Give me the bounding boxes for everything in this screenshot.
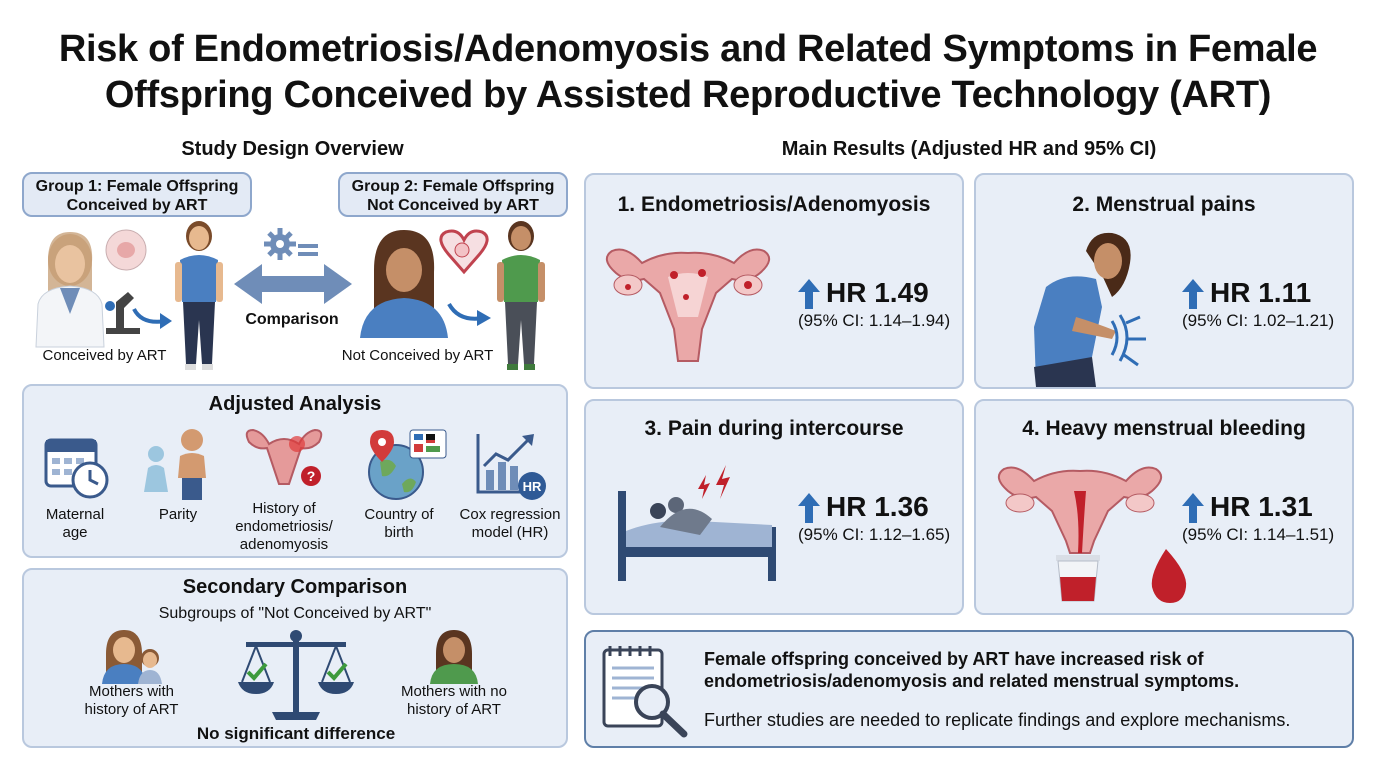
hr-value: HR 1.31 (1210, 491, 1313, 522)
item-line: model (HR) (471, 524, 549, 541)
arrow-up-icon (1182, 493, 1204, 523)
woman-pain-icon (1034, 232, 1146, 387)
item-cox: Cox regression model (HR) (454, 506, 566, 542)
secondary-comparison-panel: Secondary Comparison Subgroups of "Not C… (22, 568, 568, 748)
uterus-bleeding-icon (997, 466, 1187, 603)
parity-people-icon (144, 429, 206, 500)
bed-lightning-icon (618, 465, 776, 581)
globe-flags-icon (368, 429, 447, 500)
item-line: endometriosis/ (235, 518, 333, 535)
caption-non-art: Not Conceived by ART (341, 347, 494, 364)
ci-value: (95% CI: 1.12–1.65) (798, 525, 951, 544)
uterus-question-icon: ? (245, 428, 323, 486)
conclusion-line: Female offspring conceived by ART have i… (704, 649, 1204, 669)
mothers-with-art: Mothers with history of ART (64, 683, 199, 719)
item-parity: Parity (158, 506, 198, 523)
conclusion-note: Further studies are needed to replicate … (704, 710, 1291, 730)
no-difference-label: No significant difference (196, 724, 396, 743)
outcome-title: 4. Heavy menstrual bleeding (1022, 417, 1306, 440)
group2-line1: Group 2: Female Offspring (351, 178, 555, 195)
arrow-curve-icon (132, 307, 172, 329)
outcome-title: 1. Endometriosis/Adenomyosis (617, 193, 931, 216)
title-line-1: Risk of Endometriosis/Adenomyosis and Re… (58, 28, 1318, 70)
ci-value: (95% CI: 1.02–1.21) (1182, 311, 1335, 330)
conclusion-main: Female offspring conceived by ART have i… (704, 648, 1239, 692)
mothers-without-art: Mothers with no history of ART (386, 683, 522, 719)
arrow-up-icon (798, 493, 820, 523)
hr-badge: HR (523, 479, 542, 494)
girl-green-icon (497, 221, 545, 370)
item-line: Country of (364, 506, 434, 523)
item-line: Mothers with (88, 683, 175, 700)
adjusted-heading: Adjusted Analysis (208, 393, 382, 415)
outcome-title: 3. Pain during intercourse (644, 417, 904, 440)
arrow-up-icon (798, 279, 820, 309)
outcome-card-1: 1. Endometriosis/Adenomyosis HR 1.49 (95… (584, 173, 964, 389)
comparison-label: Comparison (245, 311, 339, 328)
mother-icon (360, 229, 489, 338)
hr-value: HR 1.11 (1210, 277, 1312, 308)
outcome-title: 2. Menstrual pains (1072, 193, 1256, 216)
girl-blue-icon (175, 221, 223, 370)
clipboard-magnifier-icon (602, 646, 688, 738)
secondary-heading: Secondary Comparison (182, 576, 408, 598)
group2-line2: Not Conceived by ART (367, 197, 539, 214)
item-country: Country of birth (354, 506, 444, 542)
arrow-up-icon (1182, 279, 1204, 309)
mother-daughter-icon (102, 630, 162, 684)
group1-line1: Group 1: Female Offspring (35, 178, 239, 195)
chart-hr-icon: HR (476, 434, 546, 500)
conclusion-line: endometriosis/adenomyosis and related me… (704, 671, 1240, 691)
group1-line2: Conceived by ART (66, 197, 208, 214)
uterus-icon (605, 248, 771, 362)
hr-value: HR 1.36 (826, 491, 929, 522)
calendar-clock-icon (44, 438, 109, 499)
item-line: Cox regression (459, 506, 561, 523)
item-line: birth (384, 524, 414, 541)
caption-art: Conceived by ART (42, 347, 167, 364)
group1-label: Group 1: Female Offspring Conceived by A… (22, 172, 252, 217)
balance-scale-icon (238, 630, 354, 720)
outcome-card-2: 2. Menstrual pains HR 1.11 (95% CI: 1.02… (974, 173, 1354, 389)
item-line: history of ART (407, 701, 501, 718)
mother-no-art-icon (430, 630, 478, 684)
item-line: History of (252, 500, 316, 517)
item-line: age (62, 524, 88, 541)
outcome-card-3: 3. Pain during intercourse HR 1.36 (95% … (584, 399, 964, 615)
results-heading: Main Results (Adjusted HR and 95% CI) (781, 138, 1157, 160)
item-line: adenomyosis (239, 536, 329, 553)
secondary-subtitle: Subgroups of "Not Conceived by ART" (158, 605, 432, 622)
gear-icon (264, 228, 318, 260)
item-history: History of endometriosis/ adenomyosis (224, 500, 344, 554)
item-line: history of ART (84, 701, 179, 718)
outcome-card-4: 4. Heavy menstrual bleeding HR 1.31 (95%… (974, 399, 1354, 615)
conclusion-panel: Female offspring conceived by ART have i… (584, 630, 1354, 748)
adjusted-analysis-panel: Adjusted Analysis Maternal age Parity ? … (22, 384, 568, 558)
hr-value: HR 1.49 (826, 277, 929, 308)
title-line-2: Offspring Conceived by Assisted Reproduc… (104, 74, 1272, 116)
arrow-curve-icon-2 (447, 302, 491, 326)
svg-text:?: ? (307, 468, 316, 484)
item-maternal-age: Maternal age (30, 506, 120, 542)
item-line: Mothers with no (401, 683, 507, 700)
ci-value: (95% CI: 1.14–1.94) (798, 311, 951, 330)
item-line: Maternal (45, 506, 105, 523)
ci-value: (95% CI: 1.14–1.51) (1182, 525, 1335, 544)
page-title: Risk of Endometriosis/Adenomyosis and Re… (0, 26, 1376, 118)
double-arrow-icon (234, 264, 352, 304)
study-design-heading: Study Design Overview (181, 138, 404, 160)
doctor-icon (35, 229, 147, 348)
group2-label: Group 2: Female Offspring Not Conceived … (338, 172, 568, 217)
